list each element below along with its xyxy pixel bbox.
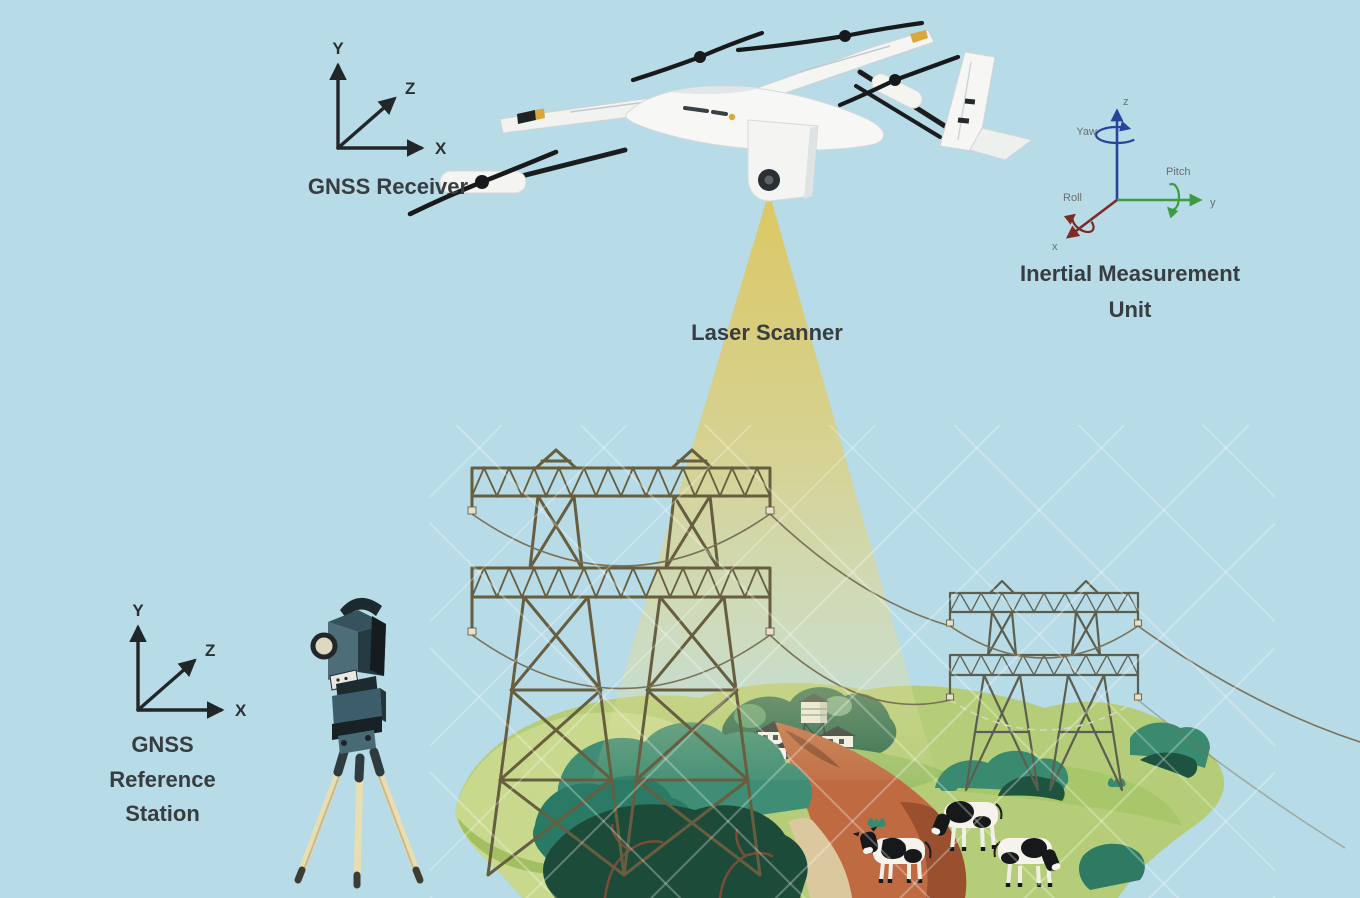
laser-scanner-pod bbox=[747, 119, 819, 202]
fuselage bbox=[625, 85, 885, 151]
carry-handle bbox=[340, 597, 382, 618]
horizontal-stabilizer bbox=[969, 127, 1034, 161]
ref-label-line1: GNSS bbox=[131, 732, 194, 757]
rotor-front-right bbox=[735, 20, 925, 53]
right-wingtip-gold bbox=[910, 30, 928, 43]
village-tree-light bbox=[734, 704, 766, 728]
reference-y-label: Y bbox=[132, 601, 144, 620]
wingtip-mark-black bbox=[517, 110, 536, 124]
cow bbox=[993, 838, 1061, 887]
reference-z-axis bbox=[136, 658, 197, 712]
fuselage-logo-mark bbox=[683, 106, 728, 116]
gnss-receiver-axes: Y X Z bbox=[329, 39, 447, 158]
imu-y-label: y bbox=[1210, 197, 1216, 209]
pitch-label: Pitch bbox=[1166, 166, 1190, 178]
cow bbox=[931, 801, 1003, 851]
rotor-rear-right bbox=[837, 54, 961, 108]
wingtip-mark-gold bbox=[535, 108, 545, 120]
receiver-y-label: Y bbox=[332, 39, 344, 58]
fuselage-logo-dot bbox=[728, 113, 736, 121]
total-station-tripod bbox=[294, 597, 424, 889]
gnss-reference-station-label: GNSS Reference Station bbox=[70, 728, 255, 832]
yaw-label: Yaw bbox=[1076, 126, 1097, 138]
imu-label: Inertial Measurement Unit bbox=[995, 256, 1265, 328]
ref-label-line3: Station bbox=[125, 801, 200, 827]
tail-assembly bbox=[939, 51, 1034, 161]
uav-drone bbox=[407, 20, 1034, 217]
imu-label-line2: Unit bbox=[1108, 296, 1152, 322]
reference-x-label: X bbox=[235, 701, 247, 720]
tripod-legs bbox=[294, 747, 424, 889]
receiver-z-label: Z bbox=[405, 79, 415, 98]
telescope-lens bbox=[310, 632, 338, 660]
village-tree-gray bbox=[824, 696, 852, 716]
receiver-x-label: X bbox=[435, 139, 447, 158]
reference-z-label: Z bbox=[205, 641, 215, 660]
landscape bbox=[455, 683, 1225, 898]
roll-rotation-arrow bbox=[1063, 213, 1095, 234]
drone-group bbox=[407, 20, 1034, 217]
rotor-front-left bbox=[630, 30, 765, 83]
yaw-rotation-arrow bbox=[1094, 120, 1135, 145]
rotor-rear-left bbox=[407, 149, 559, 217]
gnss-receiver-label: GNSS Receiver bbox=[307, 174, 469, 199]
receiver-z-axis bbox=[336, 96, 397, 150]
imu-x-axis bbox=[1065, 198, 1118, 239]
total-station-body bbox=[310, 597, 386, 754]
gnss-reference-axes: Y X Z bbox=[129, 601, 247, 720]
roll-label: Roll bbox=[1063, 192, 1082, 204]
imu-z-label: z bbox=[1123, 96, 1129, 108]
laser-scanner-label: Laser Scanner bbox=[691, 320, 843, 345]
cow bbox=[852, 826, 932, 883]
imu-axes: z y x Yaw Pitch Roll bbox=[1052, 96, 1216, 253]
pitch-rotation-arrow bbox=[1166, 182, 1181, 219]
canopy-shading bbox=[670, 86, 760, 95]
ref-label-line2: Reference bbox=[109, 766, 216, 792]
right-nacelle bbox=[871, 73, 923, 109]
right-boom-lower bbox=[854, 84, 942, 139]
imu-x-label: x bbox=[1052, 241, 1058, 253]
imu-label-line1: Inertial Measurement bbox=[1019, 261, 1241, 286]
